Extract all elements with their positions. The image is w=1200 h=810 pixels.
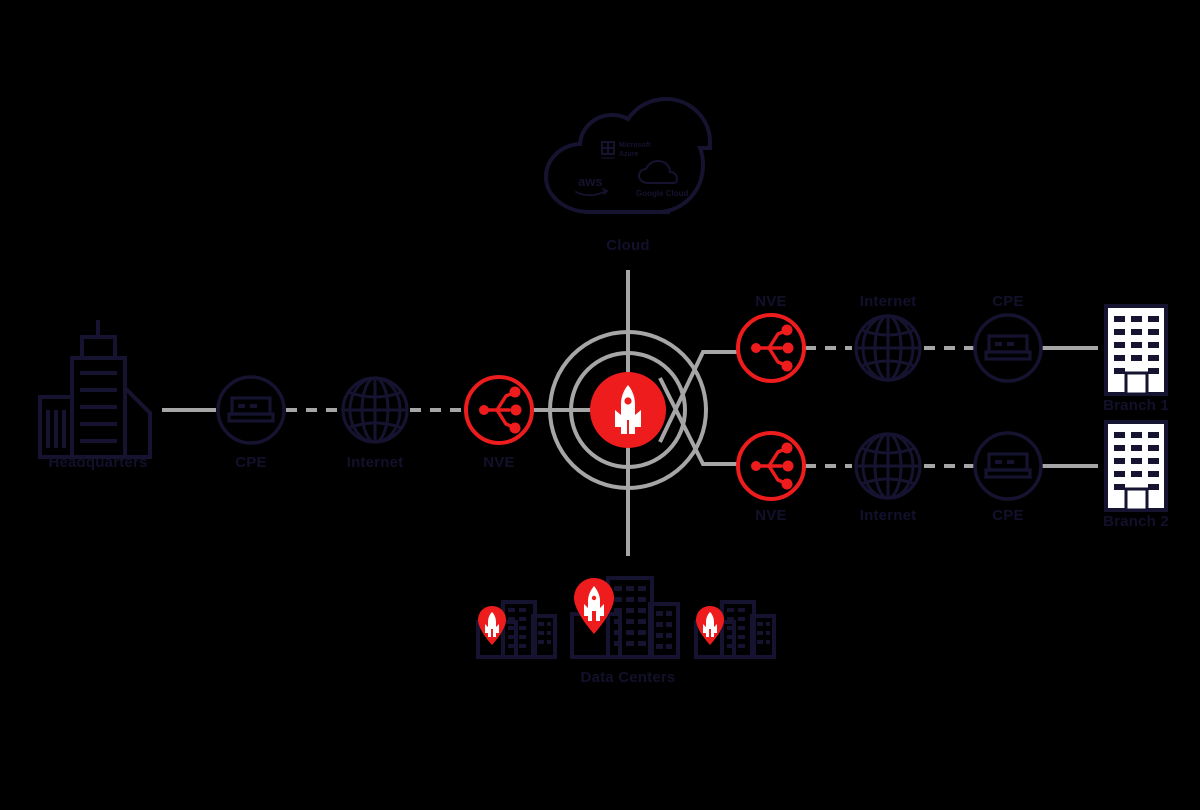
cloud-icon[interactable] (543, 96, 713, 214)
datacenter-right-icon[interactable] (694, 600, 776, 659)
label-branch2-nve: NVE (755, 507, 787, 524)
headquarters-icon[interactable] (38, 320, 152, 459)
svg-text:aws: aws (578, 174, 603, 189)
label-branch1-nve: NVE (755, 293, 787, 310)
branch2-building-icon[interactable] (1104, 420, 1168, 512)
label-hq-internet: Internet (346, 454, 404, 471)
label-hq-cpe: CPE (235, 454, 267, 471)
branch1-building-icon[interactable] (1104, 304, 1168, 396)
branch2-internet-icon[interactable] (856, 434, 920, 498)
label-branch1-cpe: CPE (992, 293, 1024, 310)
branch1-internet-outline (854, 314, 922, 382)
hq-cpe-icon[interactable] (216, 375, 286, 445)
alkira-hub[interactable] (548, 330, 708, 490)
branch2-internet-outline (854, 432, 922, 500)
hq-internet-icon[interactable] (343, 378, 407, 442)
label-branch1: Branch 1 (1103, 397, 1169, 414)
label-headquarters: Headquarters (48, 454, 148, 471)
svg-text:Azure: Azure (619, 151, 639, 158)
link-hub-branch2-nve (658, 377, 737, 466)
label-hq-nve: NVE (483, 454, 515, 471)
datacenter-left-icon[interactable] (476, 600, 557, 659)
svg-text:Google Cloud: Google Cloud (636, 189, 689, 198)
hq-nve-icon[interactable] (464, 375, 534, 445)
alkira-rocket-logo (615, 385, 641, 434)
label-branch1-internet: Internet (859, 293, 917, 310)
branch2-nve-icon[interactable] (736, 431, 806, 501)
svg-text:Microsoft: Microsoft (619, 142, 651, 149)
datacenter-center-icon[interactable] (570, 576, 680, 659)
aws-logo: aws (575, 174, 609, 197)
label-data-centers: Data Centers (580, 669, 676, 686)
label-branch2-internet: Internet (859, 507, 917, 524)
google-cloud-logo: Google Cloud (636, 159, 689, 198)
branch1-internet-icon[interactable] (856, 316, 920, 380)
branch2-cpe-icon[interactable] (973, 431, 1043, 501)
link-hub-branch1-nve (658, 350, 737, 443)
microsoft-azure-logo: Microsoft Azure (601, 141, 651, 159)
label-branch2-cpe: CPE (992, 507, 1024, 524)
hq-internet-outline (341, 376, 409, 444)
branch1-nve-icon[interactable] (736, 313, 806, 383)
label-branch2: Branch 2 (1103, 513, 1169, 530)
branch1-cpe-icon[interactable] (973, 313, 1043, 383)
label-cloud: Cloud (606, 237, 650, 254)
